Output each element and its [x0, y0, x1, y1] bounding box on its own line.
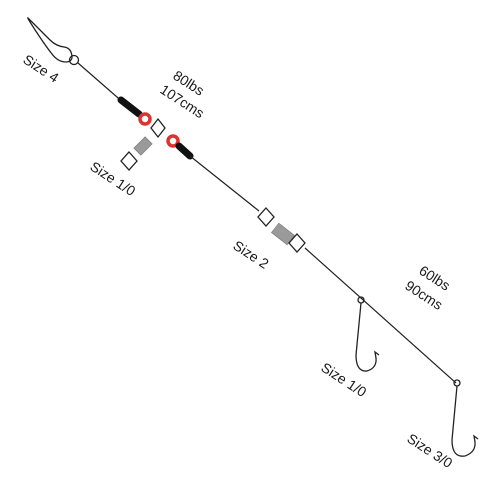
crimp-icon [175, 142, 194, 160]
snap-clip-icon [27, 17, 80, 66]
main-line-middle [189, 155, 260, 212]
swivel-icon [257, 207, 306, 253]
crimp-icon [117, 96, 143, 118]
upper-hook-size-label: Size 1/0 [318, 359, 369, 400]
hook-icon [451, 379, 479, 457]
hook-icon [355, 296, 380, 372]
lower-hook-size-label: Size 3/0 [404, 430, 455, 471]
bead-icon [166, 134, 180, 148]
bead-icon [138, 112, 152, 126]
snap-size-label: Size 4 [20, 51, 62, 86]
lower-swivel-size-label: Size 2 [230, 237, 272, 272]
main-line-upper [77, 62, 126, 105]
main-line-lower [304, 247, 457, 384]
swivel-icon [120, 117, 166, 171]
